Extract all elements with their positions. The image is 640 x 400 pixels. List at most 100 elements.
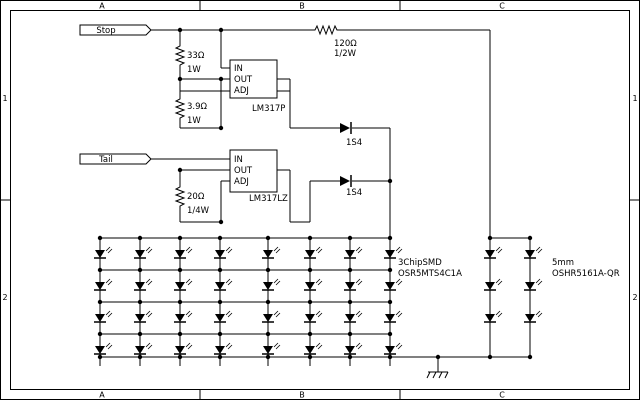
smd-junction-1 (137, 235, 143, 241)
col-label-b-bottom: B (299, 391, 305, 400)
mm5-led-c0-r1 (485, 282, 495, 290)
smd-led-c4-r1-emit-1 (273, 278, 279, 284)
smd-led-c0-r0-emit-1 (105, 246, 111, 252)
smd-led-c5-r1 (305, 282, 315, 290)
mm5-junction-0 (487, 235, 493, 241)
smd-group-line2: OSR5MTS4C1A (398, 269, 462, 279)
mm5-group-line2: OSHR5161A-QR (552, 269, 620, 279)
mm5-led-c1-r2-emit-2 (537, 312, 543, 318)
mm5-junction-1 (527, 235, 533, 241)
smd-led-c0-r2-emit-1 (105, 310, 111, 316)
smd-led-c2-r0-emit-1 (185, 246, 191, 252)
smd-node-c0-r2 (97, 331, 103, 337)
smd-led-c7-r0 (385, 250, 395, 258)
smd-led-c7-r2-emit-1 (395, 310, 401, 316)
smd-led-c5-r0 (305, 250, 315, 258)
stop-input-port (79, 24, 152, 36)
r-low-power: 1/4W (187, 206, 210, 216)
smd-junction-4 (265, 235, 271, 241)
smd-node-c4-r0 (265, 267, 271, 273)
r-top-power: 1W (187, 65, 201, 75)
mm5-led-c0-r1-emit-1 (495, 278, 501, 284)
resistor-r-mid (174, 95, 186, 121)
smd-led-c2-r0-emit-2 (187, 248, 193, 254)
smd-led-c2-r1 (175, 282, 185, 290)
col-label-a-bottom: A (99, 391, 105, 400)
smd-led-c5-r0-emit-1 (315, 246, 321, 252)
mm5-led-c1-r0 (525, 250, 535, 258)
smd-led-c1-r3-emit-2 (147, 344, 153, 350)
reg1-pin-in: IN (234, 64, 243, 74)
mm5-led-c0-r0-emit-1 (495, 246, 501, 252)
reg2-name: LM317LZ (249, 194, 288, 204)
resistor-r-top (174, 42, 186, 68)
smd-node-c3-r1 (217, 299, 223, 305)
smd-node-c0-r1 (97, 299, 103, 305)
smd-led-c0-r1 (95, 282, 105, 290)
smd-led-c1-r2 (135, 314, 145, 322)
smd-led-c3-r3-emit-1 (225, 342, 231, 348)
smd-led-c3-r1-emit-1 (225, 278, 231, 284)
smd-node-c3-r2 (217, 331, 223, 337)
smd-led-c2-r2-emit-2 (187, 312, 193, 318)
smd-node-c5-r2 (307, 331, 313, 337)
mm5-led-c1-r1 (525, 282, 535, 290)
mm5-led-c0-r0 (485, 250, 495, 258)
smd-led-c6-r1-emit-2 (357, 280, 363, 286)
regulator-lm317lz: IN OUT ADJ (229, 149, 278, 193)
smd-node-c5-r1 (307, 299, 313, 305)
mm5-led-c1-r0-emit-2 (537, 248, 543, 254)
smd-node-c1-r1 (137, 299, 143, 305)
smd-node-c2-r2 (177, 331, 183, 337)
smd-led-c5-r3-emit-2 (317, 344, 323, 350)
smd-led-c1-r0-emit-1 (145, 246, 151, 252)
smd-led-c3-r2 (215, 314, 225, 322)
frame-inner (10, 10, 630, 390)
smd-led-c6-r2-emit-2 (357, 312, 363, 318)
smd-group-line1: 3ChipSMD (398, 258, 442, 268)
smd-led-c2-r2-emit-1 (185, 310, 191, 316)
smd-led-c7-r1 (385, 282, 395, 290)
tail-input-label: Tail (98, 155, 113, 165)
diode-1s4-upper (340, 122, 352, 134)
smd-led-c2-r0 (175, 250, 185, 258)
smd-node-c7-r2 (387, 331, 393, 337)
smd-led-c1-r1-emit-1 (145, 278, 151, 284)
col-label-c-top: C (499, 2, 505, 11)
smd-node-c1-r2 (137, 331, 143, 337)
smd-led-c4-r0 (263, 250, 273, 258)
reg2-pin-adj: ADJ (234, 177, 249, 187)
smd-junction-2 (177, 235, 183, 241)
mm5-group-line1: 5mm (552, 258, 574, 268)
smd-node-c4-r1 (265, 299, 271, 305)
smd-led-c5-r3-emit-1 (315, 342, 321, 348)
resistor-r-low (174, 183, 186, 208)
smd-led-c2-r2 (175, 314, 185, 322)
smd-junction-0 (97, 235, 103, 241)
smd-led-c2-r1-emit-2 (187, 280, 193, 286)
smd-led-c5-r2-emit-1 (315, 310, 321, 316)
smd-led-c2-r1-emit-1 (185, 278, 191, 284)
smd-node-c7-r1 (387, 299, 393, 305)
smd-led-c7-r2 (385, 314, 395, 322)
smd-led-c0-r2 (95, 314, 105, 322)
smd-led-c7-r3-emit-1 (395, 342, 401, 348)
smd-led-c6-r0 (345, 250, 355, 258)
smd-led-c6-r1 (345, 282, 355, 290)
smd-led-c4-r1-emit-2 (275, 280, 281, 286)
smd-node-c1-r0 (137, 267, 143, 273)
r-series-power: 1/2W (334, 49, 357, 59)
smd-junction-5 (307, 235, 313, 241)
row-label-2-right: 2 (632, 293, 637, 302)
mm5-led-c1-r1-emit-1 (535, 278, 541, 284)
smd-led-c1-r2-emit-1 (145, 310, 151, 316)
smd-led-c0-r1-emit-2 (107, 280, 113, 286)
junctions (177, 27, 393, 225)
smd-node-c2-r1 (177, 299, 183, 305)
tail-input-port (79, 153, 152, 165)
smd-led-c6-r3 (345, 346, 355, 354)
smd-led-c1-r1-emit-2 (147, 280, 153, 286)
r-series-value: 120Ω (334, 39, 357, 49)
